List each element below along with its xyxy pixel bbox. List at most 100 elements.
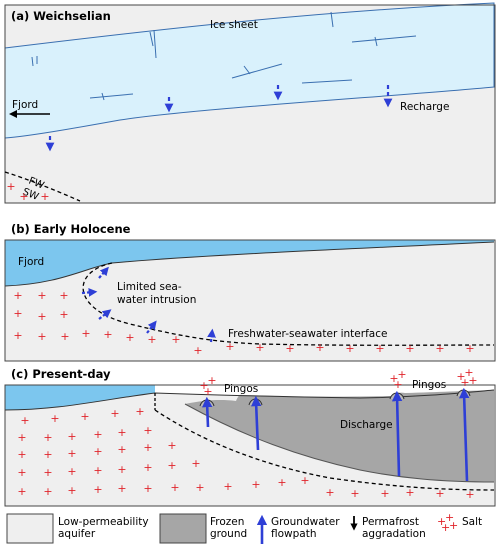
salt-marker: + (315, 341, 324, 354)
salt-marker: + (170, 481, 179, 494)
salt-marker: + (405, 486, 414, 499)
salt-marker: + (93, 483, 102, 496)
panel-b-seawater-front (82, 262, 495, 346)
salt-marker: + (193, 344, 202, 357)
salt-marker: + (143, 461, 152, 474)
salt-marker: + (465, 488, 474, 501)
fjord-arrow (9, 110, 50, 118)
salt-marker: + (143, 482, 152, 495)
salt-marker: + (255, 341, 264, 354)
salt-marker: + (67, 484, 76, 497)
discharge-label: Discharge (340, 419, 393, 431)
salt-marker: + (17, 485, 26, 498)
salt-marker: + (125, 331, 134, 344)
salt-marker: + (59, 308, 68, 321)
legend: + + + + (6, 511, 458, 544)
salt-marker: + (67, 447, 76, 460)
fjord-label-b: Fjord (18, 256, 44, 268)
legend-swatch-frozen (159, 513, 207, 544)
salt-marker: + (285, 342, 294, 355)
salt-marker: + (117, 463, 126, 476)
salt-marker: + (191, 457, 200, 470)
intrusion-label-line2: water intrusion (117, 294, 196, 306)
salt-marker: + (468, 374, 477, 387)
ice-sheet-label: Ice sheet (210, 19, 258, 31)
panel-a-title: (a) Weichselian (11, 9, 111, 23)
salt-marker: + (67, 430, 76, 443)
salt-marker: + (20, 414, 29, 427)
salt-marker: + (40, 190, 49, 203)
panel-a-frame (4, 4, 496, 204)
salt-marker: + (397, 368, 406, 381)
panel-c-frame (4, 384, 496, 507)
panel-c-frozen-ground (185, 390, 494, 482)
salt-marker: + (389, 372, 398, 385)
legend-label-frozen: Frozen ground (210, 516, 248, 540)
svg-text:+: + (441, 521, 450, 534)
salt-marker: + (456, 370, 465, 383)
salt-marker: + (43, 466, 52, 479)
panel-b-ground (5, 242, 494, 361)
panel-b-surface (4, 241, 495, 287)
salt-marker: + (43, 485, 52, 498)
salt-markers-pingos: ++++++++++ (199, 366, 477, 398)
salt-marker: + (460, 376, 469, 389)
salt-marker: + (435, 342, 444, 355)
salt-marker: + (117, 443, 126, 456)
salt-marker: + (135, 405, 144, 418)
salt-marker: + (93, 464, 102, 477)
salt-marker: + (380, 487, 389, 500)
salt-marker: + (93, 428, 102, 441)
salt-marker: + (171, 333, 180, 346)
salt-marker: + (59, 289, 68, 302)
salt-marker: + (345, 342, 354, 355)
salt-marker: + (195, 481, 204, 494)
salt-marker: + (223, 480, 232, 493)
legend-label-permafrost: Permafrost aggradation (362, 516, 426, 540)
salt-marker: + (117, 482, 126, 495)
salt-marker: + (37, 289, 46, 302)
salt-marker: + (43, 448, 52, 461)
salt-marker: + (60, 330, 69, 343)
salt-marker: + (225, 340, 234, 353)
salt-marker: + (17, 431, 26, 444)
panel-a-ice-sheet (4, 2, 495, 139)
salt-marker: + (300, 474, 309, 487)
salt-marker: + (50, 412, 59, 425)
salt-marker: + (67, 465, 76, 478)
salt-marker: + (325, 486, 334, 499)
fw-label: FW (27, 176, 46, 192)
salt-marker: + (13, 329, 22, 342)
panel-c-sea-water (5, 385, 155, 410)
salt-marker: + (117, 426, 126, 439)
salt-marker: + (17, 466, 26, 479)
salt-markers-a: + + + (6, 180, 49, 203)
recharge-label: Recharge (400, 101, 449, 113)
legend-label-salt: Salt (462, 516, 483, 528)
interface-label: Freshwater-seawater interface (228, 328, 387, 340)
salt-marker: + (465, 342, 474, 355)
salt-markers-c: ++++++++++++++++++++++++++++++++++++++++… (17, 405, 474, 501)
legend-salt-symbol: + + + + (437, 511, 458, 534)
panel-c-surface (4, 389, 495, 411)
salt-marker: + (143, 424, 152, 437)
salt-marker: + (13, 307, 22, 320)
salt-marker: + (6, 180, 15, 193)
legend-swatch-aquifer (6, 513, 54, 544)
salt-marker: + (199, 379, 208, 392)
salt-marker: + (13, 289, 22, 302)
salt-marker: + (167, 459, 176, 472)
panel-c: (c) Present-day Pingos Pingos Discharge … (4, 366, 496, 507)
salt-marker: + (19, 190, 28, 203)
crevasses (31, 11, 417, 101)
legend-label-aquifer: Low-permeability aquifer (58, 516, 149, 540)
salt-marker: + (37, 330, 46, 343)
panel-b-title: (b) Early Holocene (11, 222, 131, 236)
salt-marker: + (81, 327, 90, 340)
panel-c-fw-sw-interface (154, 409, 495, 491)
salt-marker: + (393, 378, 402, 391)
salt-marker: + (147, 333, 156, 346)
salt-marker: + (93, 445, 102, 458)
panel-b-fjord-water (5, 240, 494, 286)
